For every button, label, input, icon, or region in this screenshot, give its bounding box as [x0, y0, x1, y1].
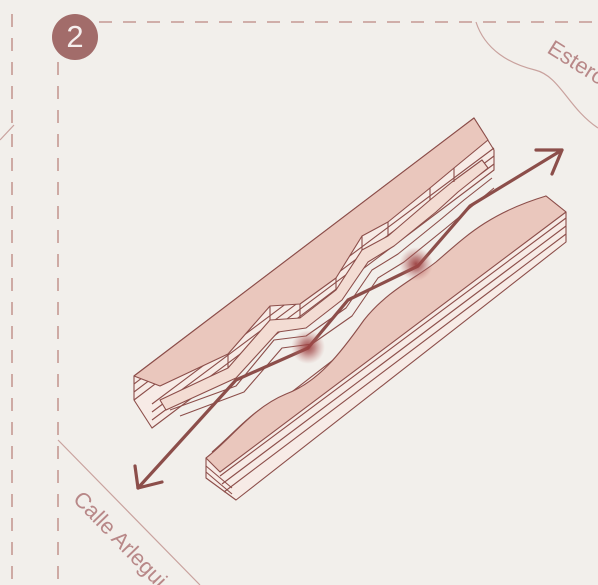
path-line: [136, 148, 564, 490]
estero-edge: [475, 21, 598, 129]
hotspot-lower: [291, 330, 325, 364]
street-edges: [0, 21, 598, 585]
arrow-head-northeast: [534, 148, 564, 176]
corner-edge: [0, 124, 15, 141]
street-label-arlegui: Calle Arlegui: [68, 486, 172, 585]
arrow-head-southwest: [133, 464, 164, 490]
step-number-badge: 2: [52, 14, 98, 60]
site-boundary: [11, 14, 598, 585]
circulation-path: [133, 148, 564, 490]
arlegui-edge: [57, 439, 201, 585]
hotspot-upper: [399, 247, 433, 281]
street-label-estero: Estero: [543, 35, 598, 90]
building-block-upper: [133, 117, 495, 429]
building-block-lower: [205, 195, 567, 501]
